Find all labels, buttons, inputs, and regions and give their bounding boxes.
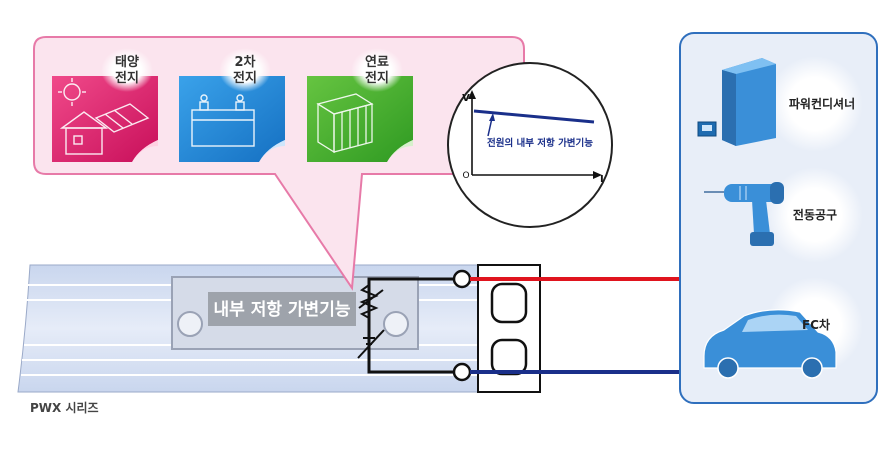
feature-label-box: 내부 저항 가변기능 bbox=[208, 292, 356, 326]
source-label-line2: 전지 bbox=[115, 70, 139, 86]
source-battery: 2차 전지 bbox=[179, 48, 285, 162]
y-axis-label: V bbox=[462, 93, 470, 104]
fc-car-icon bbox=[703, 309, 837, 379]
solar-house-icon bbox=[58, 78, 150, 155]
source-label-line1: 2차 bbox=[234, 54, 255, 70]
load-label: 전동공구 bbox=[793, 207, 837, 222]
positive-terminal bbox=[452, 269, 472, 289]
vi-graph: V I O 전원의 내부 저항 가변기능 bbox=[447, 62, 613, 228]
load-label: 파워컨디셔너 bbox=[789, 96, 855, 111]
curve-label: 전원의 내부 저항 가변기능 bbox=[487, 137, 593, 149]
source-label-line2: 전지 bbox=[233, 70, 257, 86]
label-glow bbox=[767, 56, 863, 152]
feature-label: 내부 저항 가변기능 bbox=[214, 299, 351, 320]
label-glow bbox=[219, 48, 271, 92]
power-drill-icon bbox=[704, 182, 784, 246]
series-label: PWX 시리즈 bbox=[30, 400, 99, 415]
source-fuel-cell: 연료 전지 bbox=[307, 48, 413, 162]
internal-circuit bbox=[357, 277, 462, 374]
graph-circle bbox=[447, 62, 613, 228]
source-label-line1: 연료 bbox=[365, 55, 389, 70]
origin-label: O bbox=[462, 171, 469, 181]
power-conditioner-icon bbox=[697, 58, 776, 146]
x-axis-label: I bbox=[600, 174, 604, 185]
label-glow bbox=[767, 167, 863, 263]
battery-icon bbox=[191, 94, 255, 147]
load-label: FC차 bbox=[802, 317, 830, 332]
label-glow bbox=[351, 48, 403, 92]
negative-terminal bbox=[452, 362, 472, 382]
source-solar: 태양 전지 bbox=[52, 48, 158, 162]
label-glow bbox=[101, 48, 153, 92]
load-panel: 파워컨디셔너 전동공구 FC차 bbox=[679, 32, 878, 404]
vi-curve bbox=[473, 109, 595, 124]
mount-hole-left bbox=[177, 311, 203, 337]
y-axis-arrow bbox=[468, 90, 476, 99]
mount-hole-right bbox=[383, 311, 409, 337]
source-label-line2: 전지 bbox=[365, 70, 389, 86]
fuel-cell-icon bbox=[316, 93, 374, 154]
source-label-line1: 태양 bbox=[115, 55, 139, 70]
x-axis-arrow bbox=[593, 171, 602, 179]
